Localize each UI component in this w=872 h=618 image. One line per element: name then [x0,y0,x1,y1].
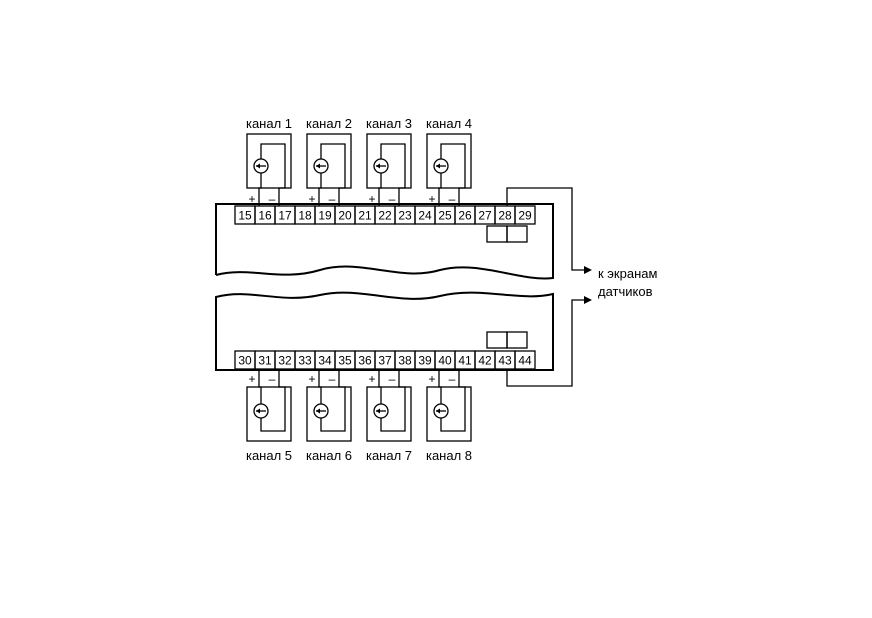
shield-loop-bottom-43-44 [506,331,528,349]
channel-5: +– канал 5 [246,369,292,463]
terminal-label: 41 [458,354,472,368]
terminal-label: 21 [358,209,372,223]
terminal-label: 20 [338,209,352,223]
terminal-label: 35 [338,354,352,368]
arrow-right-icon [584,266,592,274]
device-body-bottom [215,291,554,371]
minus-sign: – [329,372,336,386]
minus-sign: – [389,192,396,206]
terminal-label: 43 [498,354,512,368]
plus-sign: + [308,192,315,206]
shield-loop-top-28-29 [506,225,528,243]
sensor-box [246,386,292,442]
sensor-box [306,386,352,442]
terminal-label: 31 [258,354,272,368]
terminal-label: 24 [418,209,432,223]
terminal-label: 17 [278,209,292,223]
plus-sign: + [308,372,315,386]
minus-sign: – [389,372,396,386]
channel-label: канал 2 [306,116,352,131]
terminal-label: 42 [478,354,492,368]
minus-sign: – [269,192,276,206]
terminal-label: 18 [298,209,312,223]
minus-sign: – [329,192,336,206]
sensor-box [366,133,412,189]
terminal-label: 15 [238,209,252,223]
channel-label: канал 4 [426,116,472,131]
sensor-box [246,133,292,189]
terminal-label: 33 [298,354,312,368]
terminal-label: 28 [498,209,512,223]
shield-loop-bottom-42-43 [486,331,508,349]
shield-wire-top [506,187,584,271]
terminal-label: 25 [438,209,452,223]
plus-sign: + [428,192,435,206]
terminal-label: 23 [398,209,412,223]
terminal-label: 39 [418,354,432,368]
terminal-label: 26 [458,209,472,223]
sensor-box [426,386,472,442]
minus-sign: – [449,372,456,386]
channel-4: +– канал 4 [426,116,472,206]
channel-label: канал 6 [306,448,352,463]
shield-label-line-1: к экранам [598,266,657,281]
channel-label: канал 3 [366,116,412,131]
terminal-label: 36 [358,354,372,368]
channels: +–канал 1+–канал 2+–канал 3+–канал 4+–ка… [246,116,472,463]
sensor-box [306,133,352,189]
terminal-label: 38 [398,354,412,368]
shield-label-line-2: датчиков [598,284,653,299]
terminal-label: 16 [258,209,272,223]
top-terminal-strip: 15 16 17 18 19 20 21 22 23 24 25 26 27 28 29 [234,205,536,225]
arrow-right-icon [584,296,592,304]
plus-sign: + [248,372,255,386]
channel-2: +– канал 2 [306,116,352,206]
terminal-label: 44 [518,354,532,368]
channel-label: канал 1 [246,116,292,131]
plus-sign: + [368,372,375,386]
shield-loop-top-27-28 [486,225,508,243]
channel-6: +– канал 6 [306,369,352,463]
channel-7: +– канал 7 [366,369,412,463]
terminal-label: 27 [478,209,492,223]
terminal-label: 34 [318,354,332,368]
terminal-label: 40 [438,354,452,368]
terminal-label: 19 [318,209,332,223]
channel-label: канал 5 [246,448,292,463]
channel-label: канал 7 [366,448,412,463]
channel-1: +– канал 1 [246,116,292,206]
plus-sign: + [428,372,435,386]
terminal-44 [514,350,536,370]
channel-8: +– канал 8 [426,369,472,463]
minus-sign: – [269,372,276,386]
terminal-label: 22 [378,209,392,223]
terminal-label: 29 [518,209,532,223]
terminal-label: 30 [238,354,252,368]
bottom-terminal-strip: 30 31 32 33 34 35 36 37 38 39 40 41 42 43 44 [234,350,536,370]
sensor-box [426,133,472,189]
shield-wire-bottom [506,299,584,387]
plus-sign: + [248,192,255,206]
sensor-box [366,386,412,442]
plus-sign: + [368,192,375,206]
terminal-29 [514,205,536,225]
terminal-label: 32 [278,354,292,368]
channel-label: канал 8 [426,448,472,463]
terminal-label: 37 [378,354,392,368]
minus-sign: – [449,192,456,206]
channel-3: +– канал 3 [366,116,412,206]
device-body-top [215,203,554,280]
